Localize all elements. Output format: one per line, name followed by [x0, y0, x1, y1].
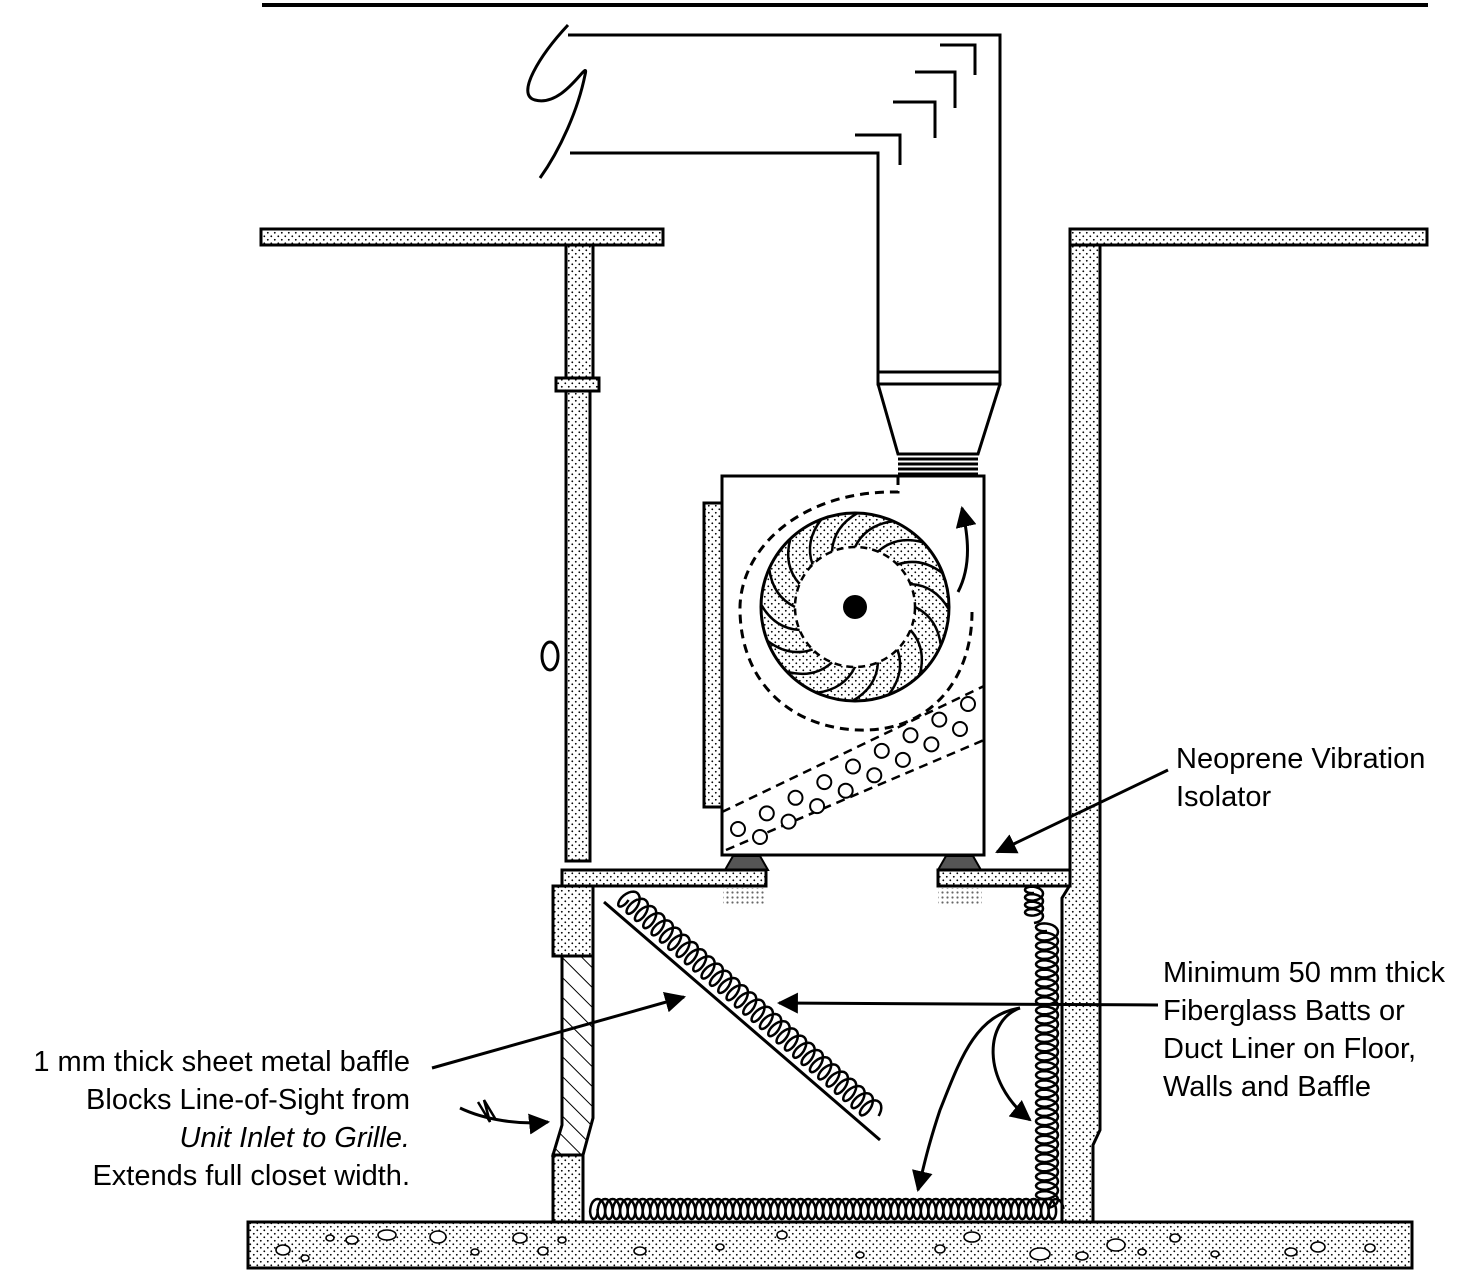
coil-tube [960, 696, 976, 712]
fan-blade [786, 538, 801, 585]
callout-leaders [431, 768, 1169, 1070]
slab-aggregate [512, 1232, 528, 1244]
platform [560, 868, 1072, 906]
return-grille [550, 954, 595, 1157]
fan-blade [851, 662, 880, 703]
duct-transition [876, 370, 1002, 476]
coil-tube [873, 742, 890, 759]
coil-tube [894, 751, 911, 768]
fiberglass-label-line4: Walls and Baffle [1163, 1071, 1371, 1103]
slab-aggregate [776, 1230, 788, 1240]
airflow-arrow [955, 505, 977, 593]
fan-blade [914, 605, 943, 646]
filter-coil [721, 684, 985, 852]
slab-aggregate [934, 1244, 946, 1254]
baffle-callout: 1 mm thick sheet metal baffle Blocks Lin… [33, 1043, 410, 1195]
fiberglass-label-line2: Fiberglass Batts or [1163, 995, 1405, 1027]
right-wall [1060, 243, 1102, 1224]
coil-tube [866, 767, 883, 784]
fan-blade [786, 661, 833, 676]
slab-aggregate [715, 1243, 725, 1251]
fan-coil-unit [702, 474, 986, 857]
fiberglass-label-line3: Duct Liner on Floor, [1163, 1033, 1417, 1065]
fan-blade [896, 560, 944, 575]
supply-duct [526, 23, 1002, 372]
slab-aggregate [1075, 1251, 1089, 1261]
fan-blade [759, 603, 800, 632]
fan-blade [909, 629, 924, 676]
slab-aggregate [300, 1254, 310, 1262]
slab-aggregate [963, 1231, 981, 1243]
fan-blade [853, 519, 894, 548]
baffle-label-line1: 1 mm thick sheet metal baffle [33, 1046, 410, 1078]
coil-tube [809, 798, 826, 815]
fan-blade [887, 648, 902, 696]
ceiling [259, 227, 1429, 247]
fan-blade [767, 568, 796, 609]
fan-blade [877, 538, 924, 553]
slab-aggregate [1310, 1241, 1326, 1253]
baffle-label-line3: Unit Inlet to Grille. [179, 1122, 410, 1154]
slab-aggregate [855, 1251, 865, 1259]
coil-tube [952, 721, 968, 737]
slab-aggregate [275, 1244, 291, 1256]
fiberglass-label-line1: Minimum 50 mm thick [1163, 957, 1445, 989]
coil-tube [816, 774, 833, 791]
slab-aggregate [1169, 1233, 1181, 1243]
slab-aggregate [1029, 1247, 1051, 1261]
slab-aggregate [1106, 1238, 1126, 1252]
fiberglass-callout: Minimum 50 mm thick Fiberglass Batts or … [1163, 954, 1445, 1106]
slab-aggregate [1137, 1248, 1147, 1256]
isolator-label-line1: Neoprene Vibration [1176, 743, 1426, 775]
coil-tube [923, 736, 940, 753]
slab-aggregate [557, 1236, 567, 1244]
sheet-metal-baffle [603, 900, 881, 1142]
floor-slab [246, 1220, 1414, 1270]
baffle-label-line4: Extends full closet width. [92, 1160, 410, 1192]
slab-aggregate [1364, 1243, 1376, 1253]
isolator-label-line2: Isolator [1176, 781, 1272, 813]
fan-blade [830, 511, 859, 552]
fan-hub [843, 595, 867, 619]
isolator-callout: Neoprene Vibration Isolator [1176, 740, 1425, 816]
closet-door [540, 243, 601, 863]
coil-tube [787, 789, 804, 806]
slab-aggregate [1210, 1250, 1220, 1258]
slab-aggregate [470, 1248, 480, 1256]
air-path-arrows [459, 1006, 1032, 1193]
plenum-left-wall [550, 884, 595, 1224]
slab-aggregate [377, 1229, 397, 1241]
fan-scroll [738, 476, 974, 732]
coil-tube [845, 758, 861, 775]
vibration-isolators [723, 855, 983, 871]
coil-tube [780, 813, 797, 830]
slab-aggregate [633, 1246, 647, 1256]
baffle-label-line2: Blocks Line-of-Sight from [86, 1084, 410, 1116]
fan-blade [766, 639, 814, 654]
coil-tube [837, 782, 854, 799]
slab-aggregate [537, 1246, 549, 1256]
fan-blade [910, 582, 951, 611]
slab-aggregate [1284, 1247, 1298, 1257]
coil-tube [758, 805, 775, 822]
fan-blade [808, 518, 823, 566]
slab-aggregate [429, 1230, 447, 1244]
fan-blade [816, 666, 857, 695]
coil-tube [752, 829, 768, 845]
door-handle [540, 640, 560, 672]
slab-aggregate [325, 1234, 335, 1242]
fiberglass-insulation [588, 885, 1065, 1221]
coil-tube [931, 711, 948, 728]
coil-tube [902, 727, 919, 744]
coil-tube [730, 821, 746, 837]
slab-aggregate [345, 1235, 359, 1245]
